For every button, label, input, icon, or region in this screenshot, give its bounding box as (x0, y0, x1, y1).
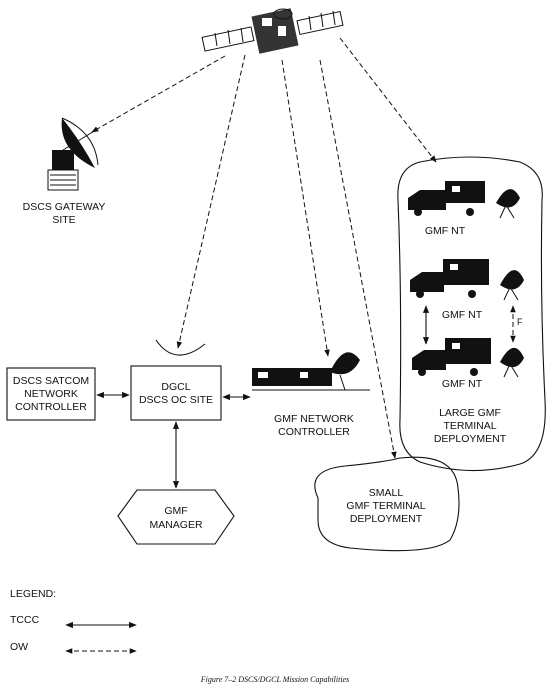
f-label: F (517, 317, 523, 327)
gmf-nt-terminal-2-icon (410, 259, 524, 301)
large-label-line2: TERMINAL (443, 420, 496, 432)
legend-tccc-label: TCCC (10, 614, 40, 626)
dgcl-label-line2: DSCS OC SITE (139, 394, 213, 406)
small-label-line1: SMALL (369, 487, 404, 499)
satcom-controller-box (6, 367, 96, 421)
ow-link-gmf-network (281, 59, 330, 357)
satcom-label-line1: DSCS SATCOM (13, 375, 89, 387)
dgcl-box (130, 365, 222, 421)
large-deployment-blob (397, 156, 546, 472)
manager-label-line1: GMF (164, 505, 187, 517)
gmf-nt-terminal-1-icon (408, 181, 520, 219)
legend-title: LEGEND: (10, 588, 56, 600)
large-label-line1: LARGE GMF (439, 407, 501, 419)
satellite-icon (201, 8, 344, 54)
dgcl-label-line1: DGCL (161, 381, 190, 393)
gateway-label-line2: SITE (52, 214, 75, 226)
small-label-line2: GMF TERMINAL (346, 500, 425, 512)
gmf-manager-hexagon (117, 489, 235, 545)
gmf-nt-label-3: GMF NT (442, 378, 483, 390)
gmf-network-controller-icon (252, 352, 370, 391)
small-deployment-blob (314, 456, 460, 552)
gmf-nt-label-1: GMF NT (425, 225, 466, 237)
gmf-net-label-line1: GMF NETWORK (274, 413, 354, 425)
legend-ow-label: OW (10, 641, 28, 653)
ow-link-small (319, 59, 397, 459)
ow-link-gateway (91, 55, 226, 133)
gmf-nt-label-2: GMF NT (442, 309, 483, 321)
large-label-line3: DEPLOYMENT (434, 433, 507, 445)
dgcl-antenna-arc (155, 339, 206, 356)
satcom-label-line2: NETWORK (24, 388, 78, 400)
small-label-line3: DEPLOYMENT (350, 513, 423, 525)
ow-link-large (339, 37, 437, 163)
satcom-label-line3: CONTROLLER (15, 401, 87, 413)
manager-label-line2: MANAGER (149, 519, 203, 531)
gateway-dish-icon (47, 117, 99, 191)
gmf-nt-terminal-3-icon (412, 338, 524, 378)
gmf-net-label-line2: CONTROLLER (278, 426, 350, 438)
figure-caption: Figure 7–2 DSCS/DGCL Mission Capabilitie… (200, 675, 349, 684)
gateway-label-line1: DSCS GATEWAY (23, 201, 106, 213)
ow-link-dgcl (176, 54, 246, 349)
